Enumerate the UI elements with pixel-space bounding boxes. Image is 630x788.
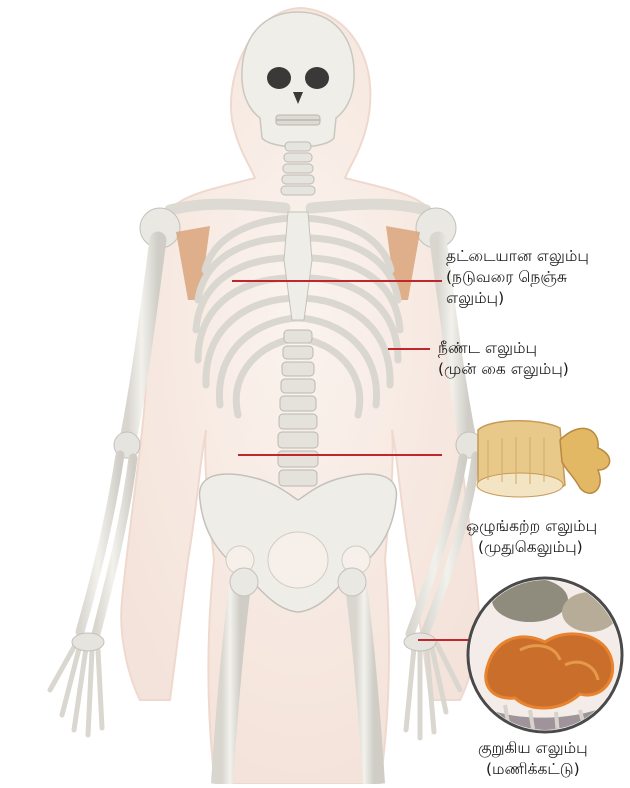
cervical-spine (281, 142, 315, 195)
label-irregular-bone-line1: ஒழுங்கற்ற எலும்பு (466, 516, 597, 537)
spine (278, 330, 318, 486)
label-short-bone: குறுகிய எலும்பு (மணிக்கட்டு) (478, 738, 588, 780)
label-short-bone-line2: (மணிக்கட்டு) (486, 759, 588, 780)
clavicle-right (311, 204, 426, 210)
label-flat-bone: தட்டையான எலும்பு (நடுவரை நெஞ்சு எலும்பு) (446, 246, 589, 309)
label-short-bone-line1: குறுகிய எலும்பு (478, 738, 588, 759)
carpal-illustration (468, 578, 623, 735)
clavicle-left (170, 204, 285, 210)
label-flat-bone-line1: தட்டையான எலும்பு (446, 246, 589, 267)
label-flat-bone-line3: எலும்பு) (446, 288, 589, 309)
label-irregular-bone: ஒழுங்கற்ற எலும்பு (முதுகெலும்பு) (466, 516, 597, 558)
label-irregular-bone-line2: (முதுகெலும்பு) (478, 537, 597, 558)
label-long-bone: நீண்ட எலும்பு (முன் கை எலும்பு) (438, 338, 569, 380)
hand-left (50, 633, 104, 735)
label-long-bone-line2: (முன் கை எலும்பு) (438, 359, 569, 380)
vertebra-illustration (477, 421, 610, 497)
label-flat-bone-line2: (நடுவரை நெஞ்சு (446, 267, 589, 288)
label-long-bone-line1: நீண்ட எலும்பு (438, 338, 569, 359)
